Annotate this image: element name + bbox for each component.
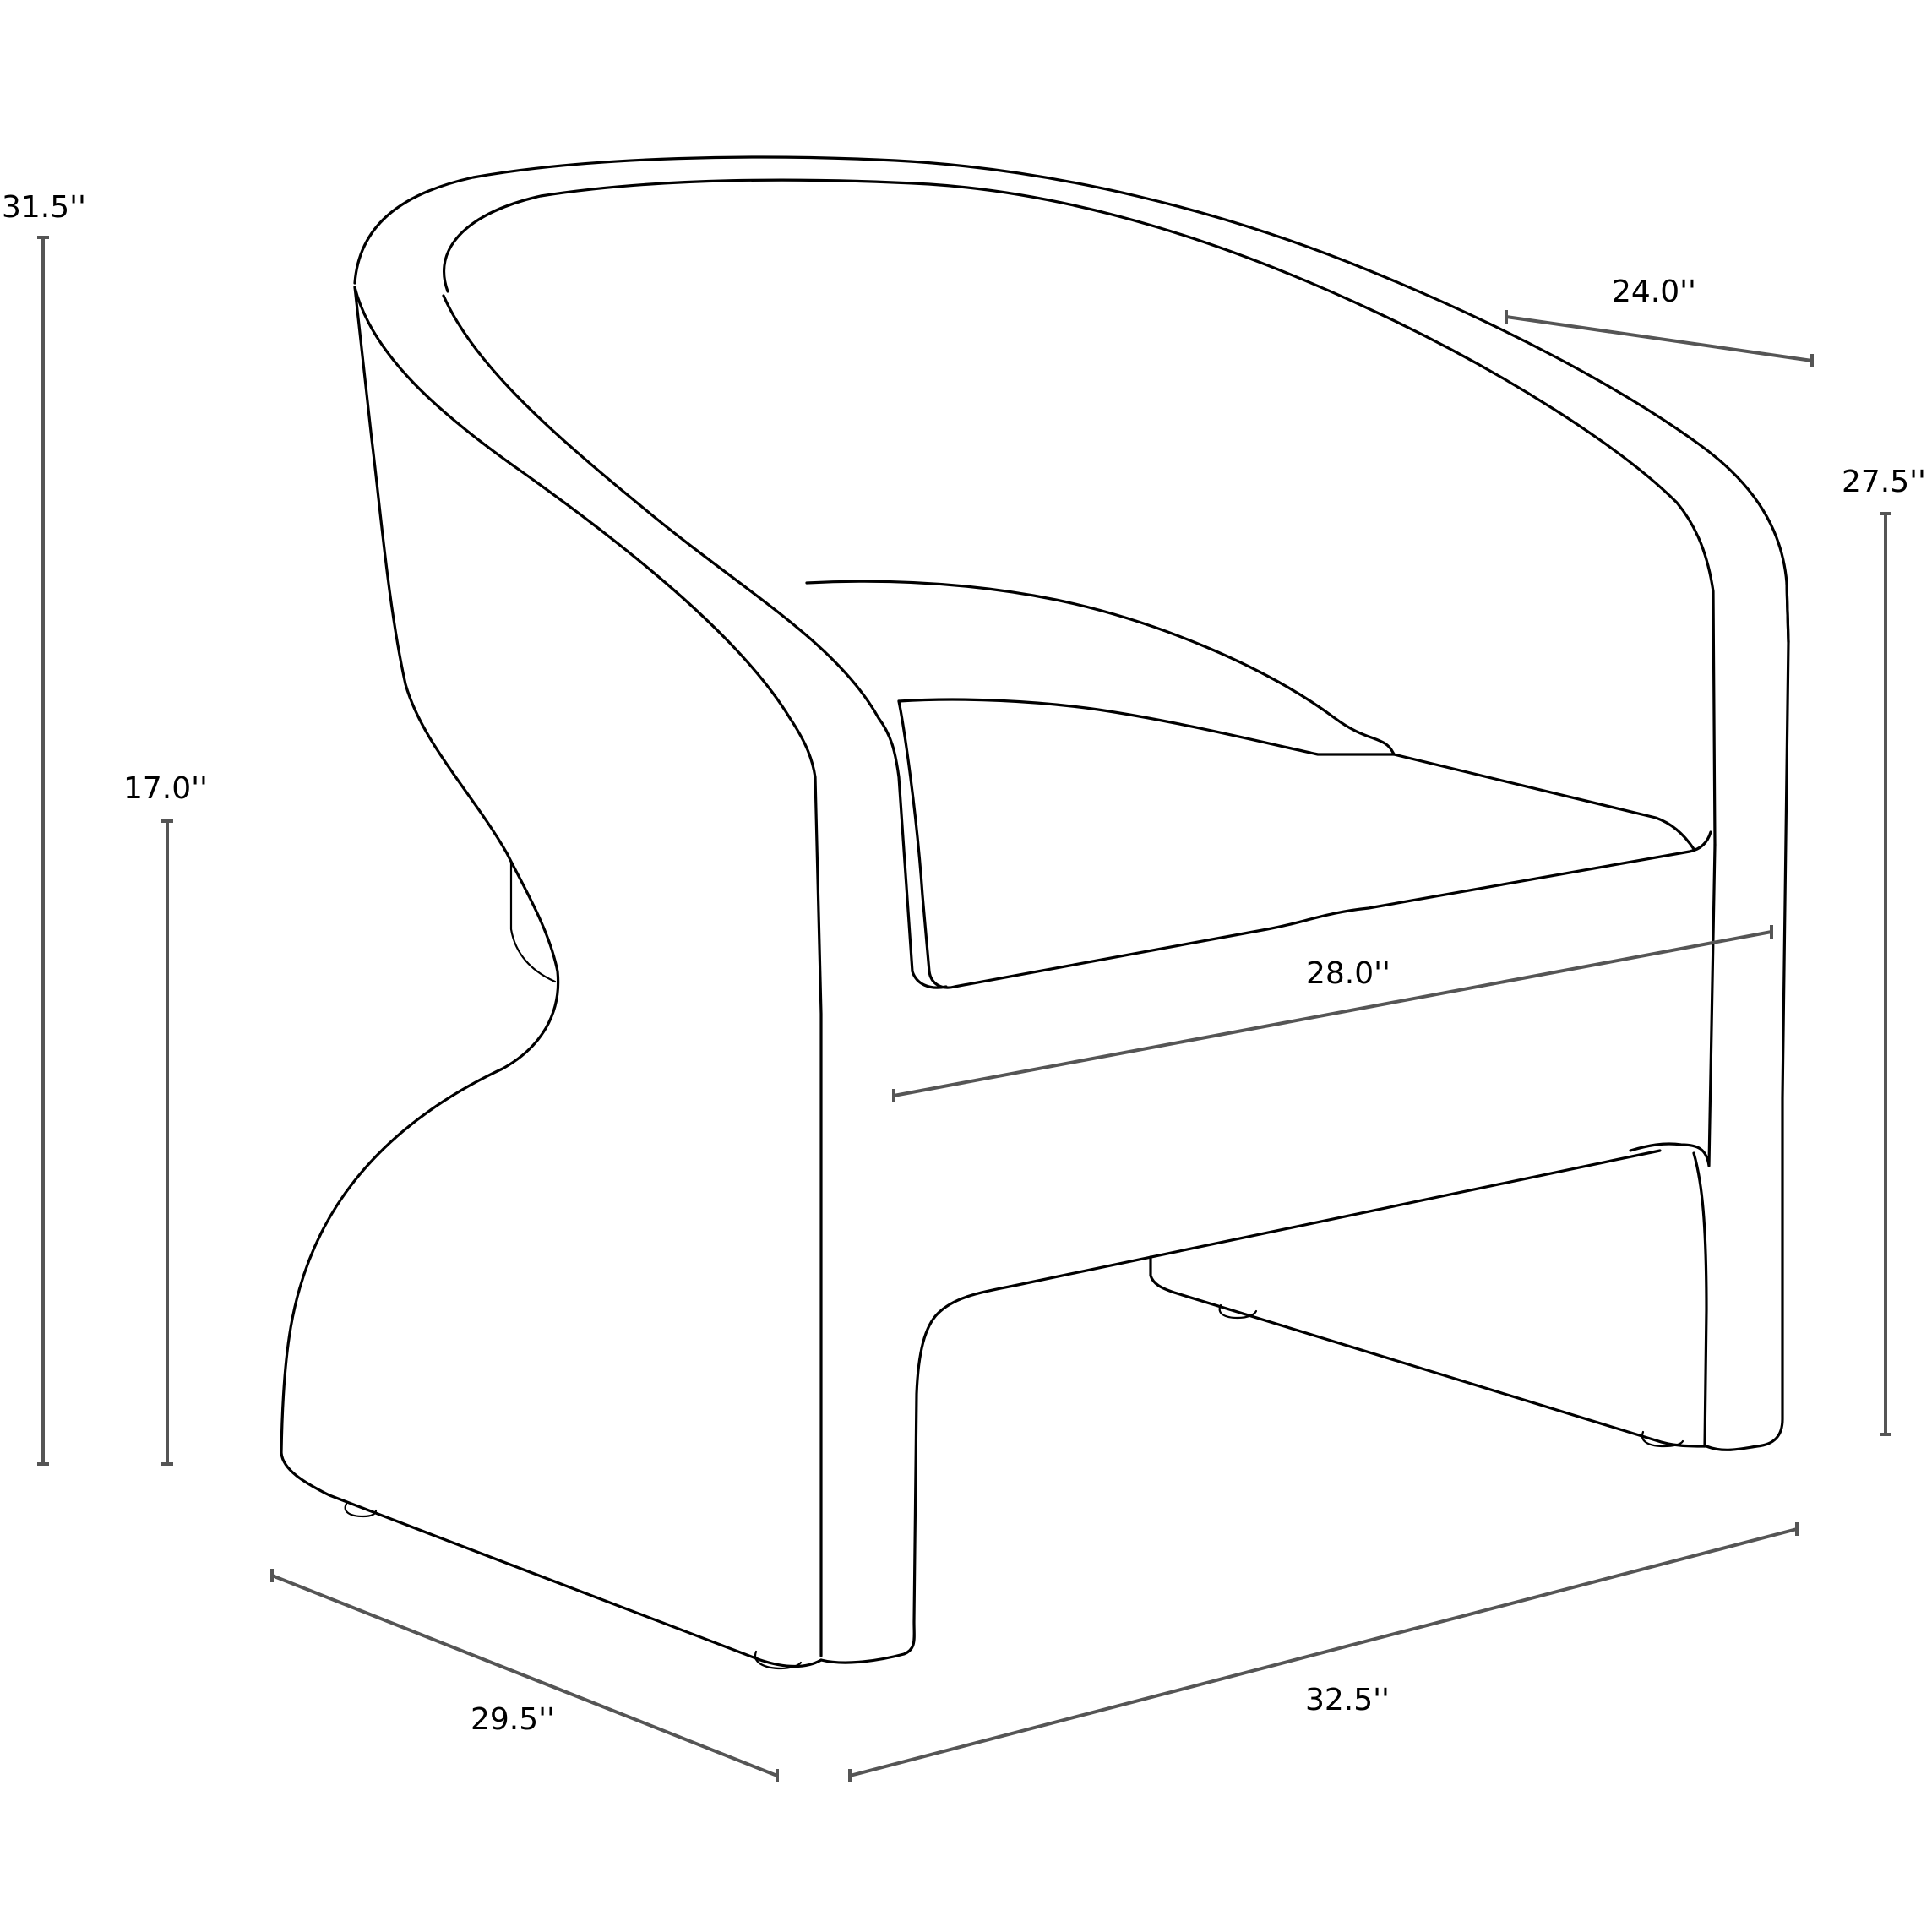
backrest-cushion [805, 580, 1396, 756]
foot-glide-front-left [754, 1650, 803, 1670]
foot-glide-front-right [1641, 1430, 1684, 1448]
base-rail-back [1149, 1255, 1706, 1448]
front-arm-face [819, 1284, 1015, 1664]
seat-cushion-top [897, 698, 1695, 851]
backrest-outer-rim [353, 155, 1790, 644]
dim-line-overall-width [848, 1522, 1799, 1782]
right-arm-inner-edge [1692, 1151, 1708, 1448]
label-overall-height: 31.5'' [2, 190, 86, 225]
left-side-bottom-edge [280, 1451, 823, 1668]
dim-line-inner-seat-width [892, 925, 1773, 1102]
label-inner-seat-width: 28.0'' [1306, 956, 1390, 991]
right-arm-inner [1629, 843, 1717, 1167]
label-overall-depth: 29.5'' [471, 1702, 555, 1737]
chair-drawing [280, 155, 1790, 1670]
left-side-back-edge [353, 286, 509, 855]
dimension-lines [37, 236, 1891, 1782]
label-overall-width: 32.5'' [1305, 1683, 1390, 1717]
dim-line-seat-height [161, 819, 173, 1466]
foot-glide-back-left [344, 1502, 378, 1518]
label-seat-height: 17.0'' [123, 771, 208, 806]
label-seat-depth: 24.0'' [1612, 275, 1696, 309]
foot-glide-back-right [1218, 1303, 1258, 1320]
left-side-cutout [280, 852, 560, 1455]
dim-line-arm-height [1880, 512, 1891, 1436]
base-rail-top [1012, 1149, 1662, 1287]
left-arm-outer-curve [353, 286, 823, 1657]
seat-cushion-front [897, 699, 1712, 989]
dim-line-seat-depth [1505, 310, 1814, 367]
backrest-inner-rim [443, 178, 1717, 846]
left-side-cutout-inner [509, 860, 557, 983]
dim-line-overall-height [37, 236, 49, 1466]
left-arm-inner-curve [442, 294, 948, 989]
label-arm-height: 27.5'' [1842, 465, 1926, 499]
right-arm-outer [1705, 581, 1790, 1451]
dim-line-overall-depth [270, 1569, 779, 1782]
